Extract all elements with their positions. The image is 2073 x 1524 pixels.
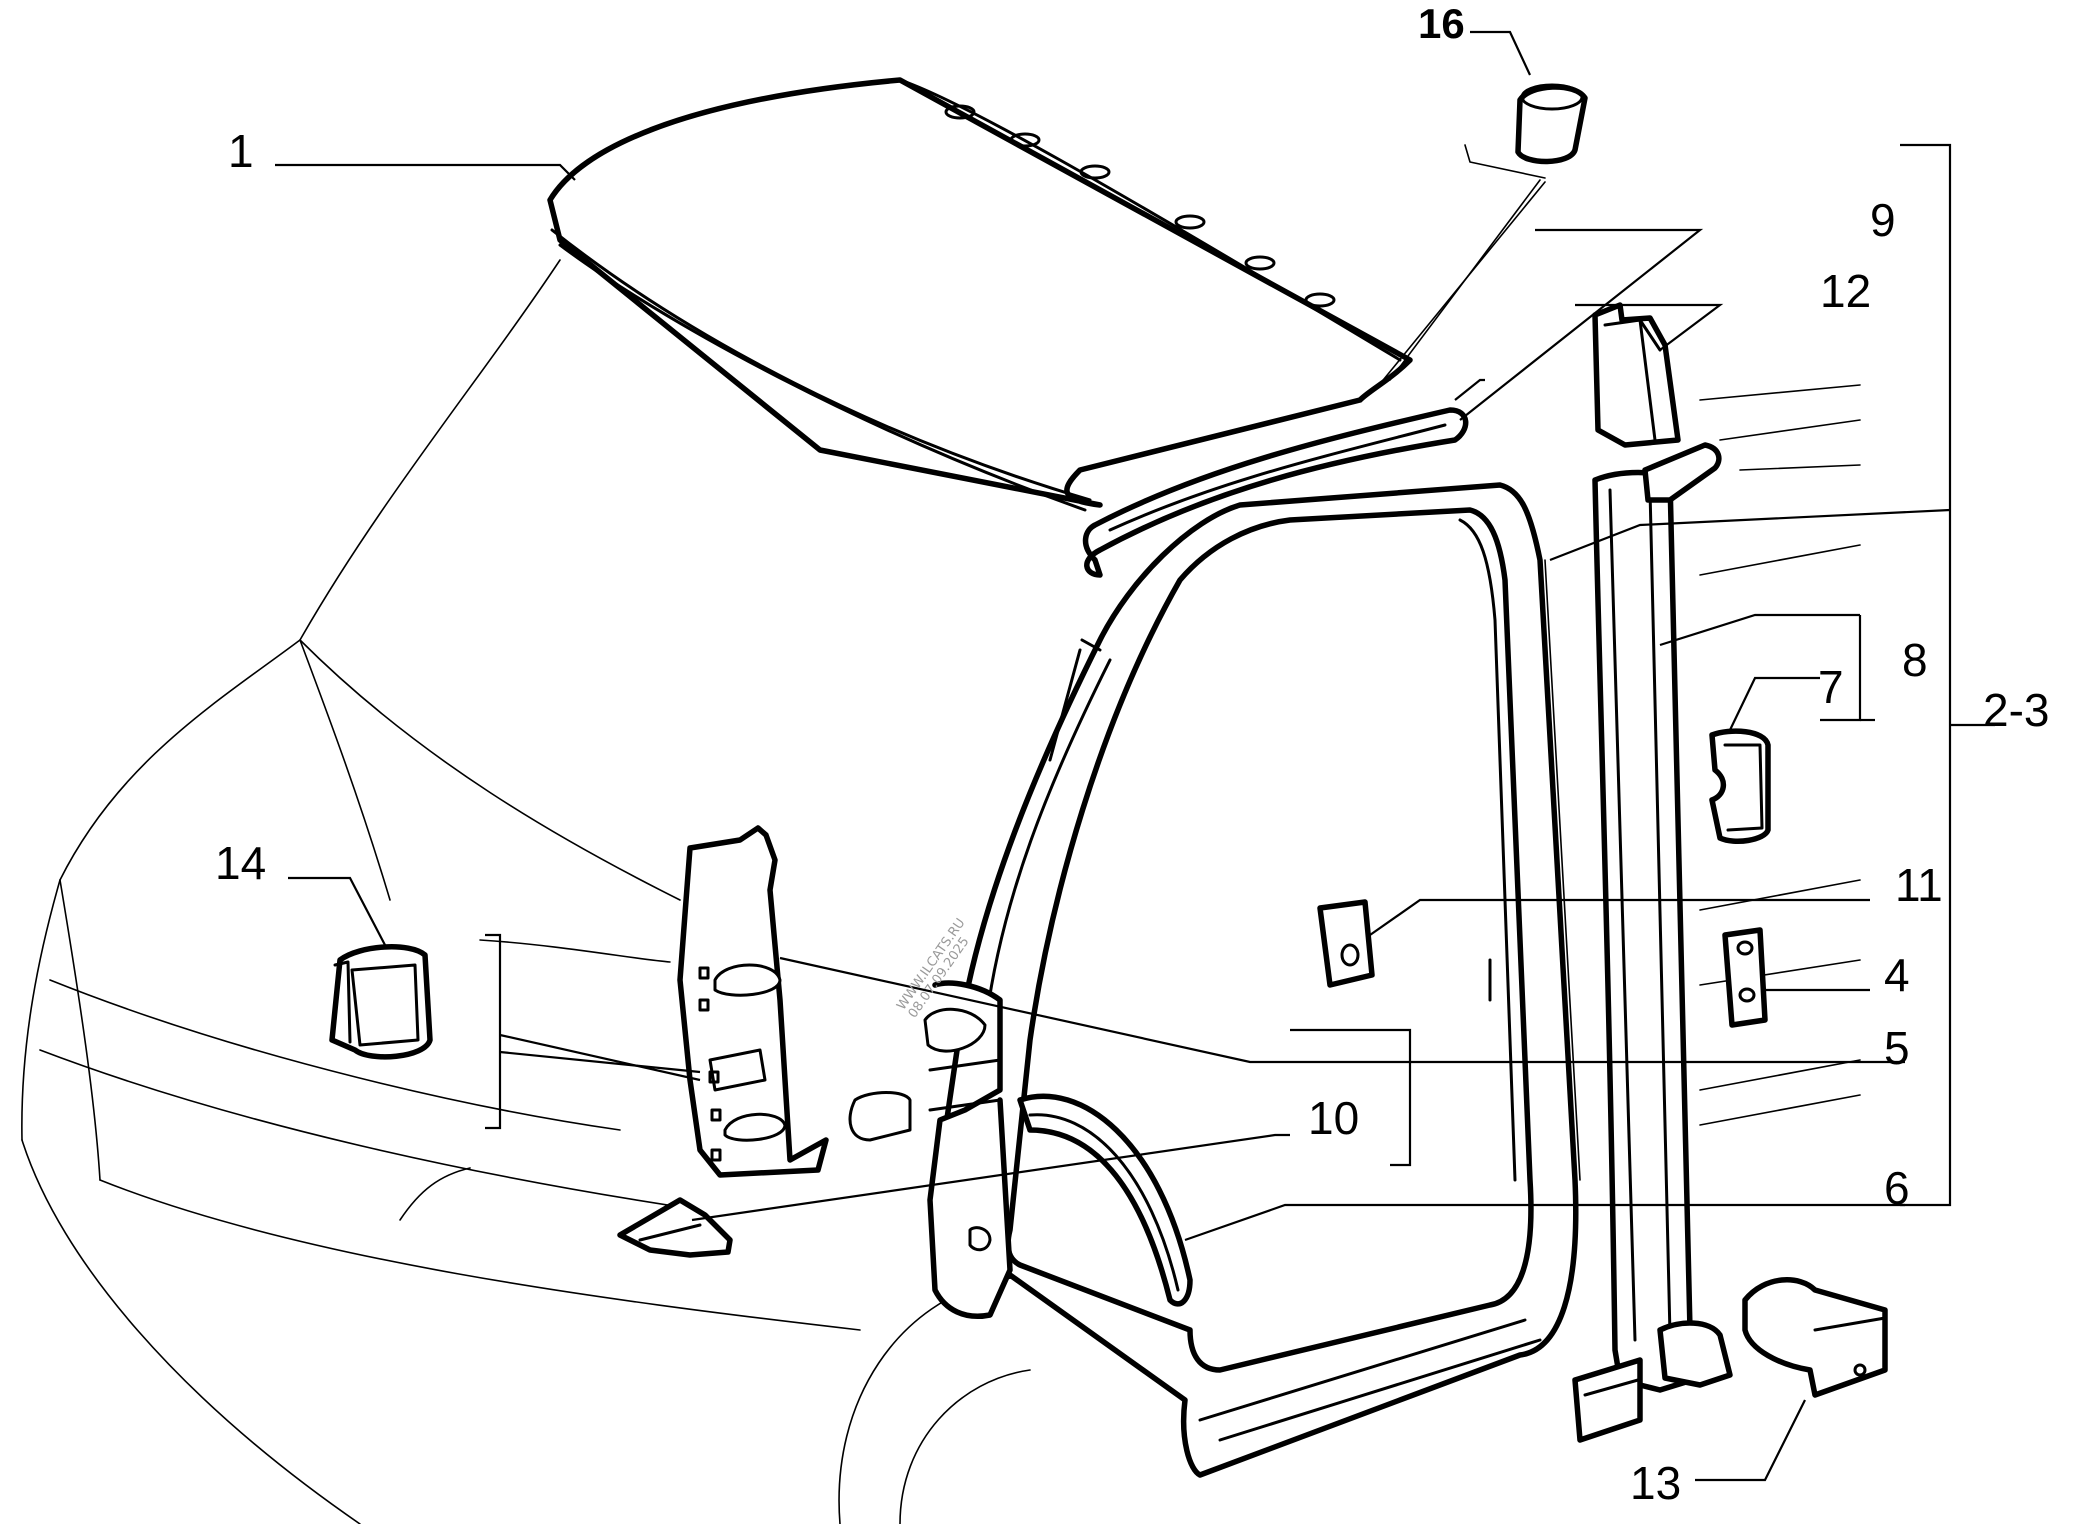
callout-1: 1: [228, 125, 254, 177]
callout-6: 6: [1884, 1162, 1910, 1214]
wheel-arch-part-6: [1017, 1093, 1193, 1307]
bracket-part-11: [1317, 899, 1375, 988]
callout-10: 10: [1308, 1092, 1360, 1144]
bracket-part-4: [1722, 927, 1768, 1028]
bracket-part-7: [1709, 728, 1771, 844]
drip-rail-part-9: [1082, 407, 1469, 578]
bracket-part-10: [617, 1197, 733, 1258]
leader-lines: [275, 30, 1995, 1482]
plug-part-16: [1374, 83, 1588, 391]
callout-4: 4: [1884, 949, 1910, 1001]
callout-11: 11: [1895, 859, 1943, 911]
inner-panel-part-5: [677, 825, 829, 1178]
callout-7: 7: [1818, 661, 1844, 713]
door-frame-ring: [931, 482, 1581, 1478]
b-pillar-bracket-part-12: [1592, 302, 1681, 448]
rocker-plate: [1572, 1357, 1643, 1443]
a-pillar-lower-panel: [848, 980, 1013, 1319]
b-pillar: [1592, 442, 1733, 1393]
roof-panel-part-1: [547, 77, 1413, 512]
callout-2-3: 2-3: [1983, 684, 2050, 736]
callout-5: 5: [1884, 1022, 1910, 1074]
grommet-part-14: [329, 944, 433, 1060]
callout-12: 12: [1820, 265, 1872, 317]
callout-9: 9: [1870, 194, 1896, 246]
callout-14: 14: [215, 837, 267, 889]
callout-13: 13: [1630, 1457, 1682, 1509]
callout-16: 16: [1418, 0, 1465, 47]
sill-bracket-part-13: [1742, 1277, 1888, 1398]
callout-8: 8: [1902, 634, 1928, 686]
